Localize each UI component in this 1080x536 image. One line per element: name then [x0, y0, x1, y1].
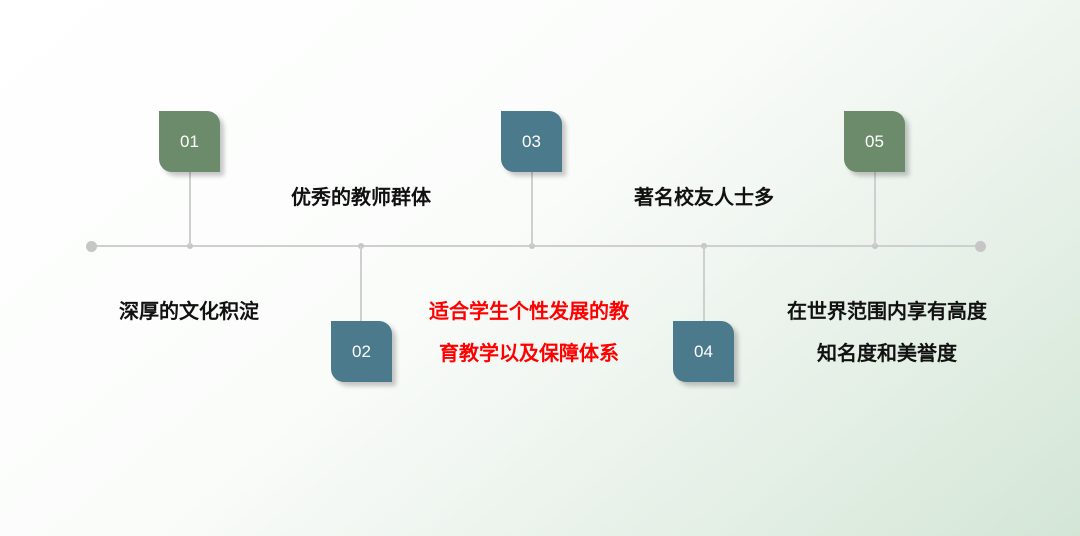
node-number-5: 05	[865, 131, 884, 151]
node-number-3: 03	[522, 131, 541, 151]
node-badge-4: 04	[673, 321, 734, 382]
connector-2	[360, 246, 362, 322]
node-badge-1: 01	[159, 111, 220, 172]
connector-1	[189, 172, 191, 246]
node-label-3-line-2: 育教学以及保障体系	[439, 341, 619, 365]
axis-tick-1	[187, 243, 193, 249]
node-label-1-line-1: 深厚的文化积淀	[119, 299, 259, 323]
node-label-3: 适合学生个性发展的教 育教学以及保障体系	[399, 290, 659, 374]
node-label-1: 深厚的文化积淀	[89, 290, 289, 332]
node-label-2-line-1: 优秀的教师群体	[291, 185, 431, 209]
node-number-4: 04	[694, 341, 713, 361]
node-label-5-line-1: 在世界范围内享有高度	[787, 299, 987, 323]
node-label-5: 在世界范围内享有高度 知名度和美誉度	[757, 290, 1017, 374]
node-number-1: 01	[180, 131, 199, 151]
axis-tick-5	[872, 243, 878, 249]
axis-end-dot	[975, 241, 986, 252]
node-label-4-line-1: 著名校友人士多	[634, 185, 774, 209]
axis-start-dot	[86, 241, 97, 252]
node-label-4: 著名校友人士多	[604, 176, 804, 218]
connector-3	[531, 172, 533, 246]
node-number-2: 02	[352, 341, 371, 361]
node-label-3-line-1: 适合学生个性发展的教	[429, 299, 629, 323]
node-badge-2: 02	[331, 321, 392, 382]
node-badge-3: 03	[501, 111, 562, 172]
node-label-2: 优秀的教师群体	[261, 176, 461, 218]
connector-4	[703, 246, 705, 322]
timeline-axis	[91, 245, 981, 247]
axis-tick-3	[529, 243, 535, 249]
node-badge-5: 05	[844, 111, 905, 172]
node-label-5-line-2: 知名度和美誉度	[817, 341, 957, 365]
connector-5	[874, 172, 876, 246]
